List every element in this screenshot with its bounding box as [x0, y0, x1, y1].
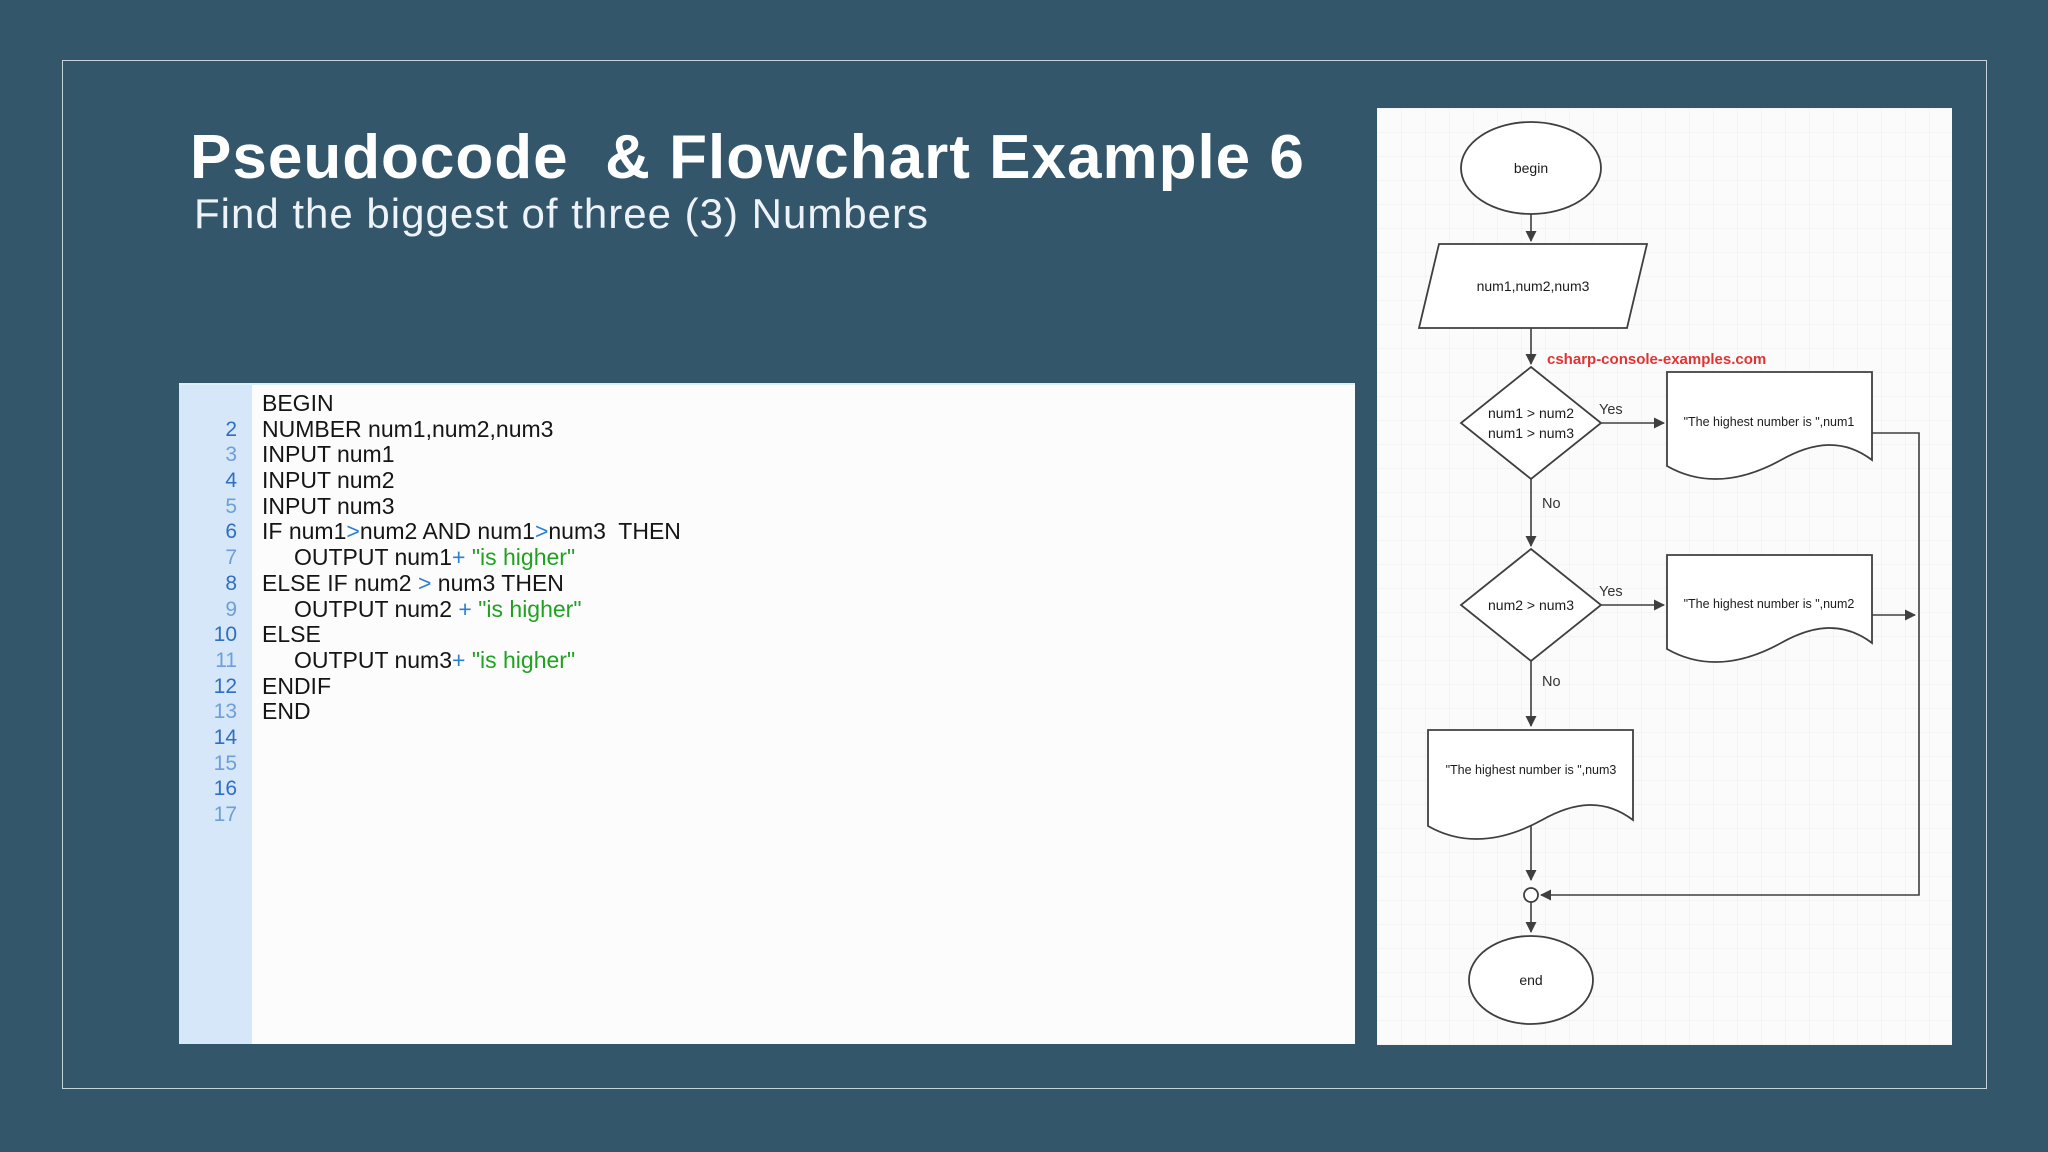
code-segment-plain: OUTPUT num2 — [262, 595, 459, 622]
code-segment-plain: ELSE — [262, 621, 321, 648]
line-number: 12 — [213, 674, 237, 698]
code-segment-plain: BEGIN — [262, 390, 334, 416]
code-line: END — [262, 698, 1355, 725]
code-segment-plain: OUTPUT num1 — [262, 544, 453, 571]
line-number: 3 — [225, 443, 237, 467]
line-number: 11 — [215, 648, 237, 672]
line-number: 7 — [225, 546, 237, 570]
code-segment-op: + — [458, 595, 472, 622]
output2-label: "The highest number is ",num2 — [1684, 597, 1855, 611]
line-number: 5 — [225, 494, 237, 518]
decision1-diamond — [1459, 365, 1603, 481]
code-segment-op: + — [452, 544, 466, 571]
output1-label: "The highest number is ",num1 — [1684, 415, 1855, 429]
code-segment-plain: ELSE IF num2 — [262, 569, 418, 596]
yes1-label: Yes — [1599, 402, 1623, 418]
no2-label: No — [1542, 674, 1561, 690]
code-line — [262, 751, 1355, 777]
code-segment-op: > — [534, 518, 549, 545]
code-line — [262, 725, 1355, 751]
line-number: 17 — [213, 803, 237, 826]
code-segment-plain: OUTPUT num3 — [262, 646, 453, 673]
code-segment-op: > — [417, 569, 432, 596]
yes2-label: Yes — [1599, 584, 1623, 600]
decision2-diamond — [1459, 547, 1603, 663]
code-segment-str: "is higher" — [471, 544, 576, 571]
line-number: 6 — [225, 520, 237, 544]
code-line: INPUT num3 — [262, 492, 1355, 520]
end-label: end — [1519, 972, 1542, 988]
slide-border — [62, 60, 1987, 1089]
slide-title: Pseudocode & Flowchart Example 6 — [190, 123, 1305, 192]
no1-label: No — [1542, 496, 1561, 512]
code-line — [262, 802, 1355, 828]
code-line: IF num1>num2 AND num1>num3 THEN — [262, 519, 1355, 545]
code-segment-plain: INPUT num1 — [262, 441, 395, 468]
line-number: 9 — [225, 597, 237, 621]
line-number: 2 — [225, 417, 237, 441]
end-terminator — [1468, 935, 1594, 1025]
output1-document — [1666, 371, 1873, 480]
output3-document — [1427, 729, 1634, 840]
code-segment-op: + — [452, 646, 466, 673]
decision1-label-line2: num1 > num3 — [1488, 425, 1574, 441]
code-segment-plain: num3 THEN — [548, 518, 681, 545]
code-line: BEGIN — [262, 390, 1355, 417]
code-segment-plain: NUMBER num1,num2,num3 — [262, 415, 554, 442]
code-line: INPUT num2 — [262, 467, 1355, 494]
decision2-label: num2 > num3 — [1488, 597, 1574, 613]
code-line: OUTPUT num2 + "is higher" — [262, 595, 1355, 623]
input-parallelogram — [1417, 243, 1649, 329]
code-segment-plain: IF num1 — [262, 518, 347, 545]
input-label: num1,num2,num3 — [1477, 278, 1590, 294]
merge-connector — [1523, 887, 1539, 903]
code-line: ELSE IF num2 > num3 THEN — [262, 569, 1355, 597]
line-number — [179, 391, 252, 417]
code-line: INPUT num1 — [262, 442, 1355, 468]
code-segment-op: > — [346, 518, 360, 545]
code-segment-plain: num2 AND num1 — [359, 518, 535, 545]
line-number: 14 — [213, 725, 237, 749]
line-number: 15 — [213, 751, 237, 775]
code-line: OUTPUT num3+ "is higher" — [262, 646, 1355, 674]
line-number: 16 — [213, 777, 237, 801]
code-segment-str: "is higher" — [471, 646, 576, 673]
code-segment-plain: ENDIF — [262, 672, 331, 699]
line-number: 8 — [225, 571, 237, 595]
flowchart-drawing: begin num1,num2,num3 csharp-console-exam… — [1377, 108, 1952, 1045]
code-segment-plain: num3 THEN — [431, 569, 564, 596]
flowchart-panel: begin num1,num2,num3 csharp-console-exam… — [1377, 108, 1952, 1045]
code-line: ELSE — [262, 621, 1355, 648]
line-number: 4 — [225, 469, 237, 493]
code-segment-plain: INPUT num2 — [262, 467, 395, 494]
code-segment-str: "is higher" — [478, 595, 582, 622]
slide-subtitle: Find the biggest of three (3) Numbers — [194, 190, 930, 237]
output3-label: "The highest number is ",num3 — [1446, 763, 1617, 777]
edge-output1-to-merge — [1540, 432, 1920, 901]
code-segment-plain: INPUT num3 — [262, 492, 395, 519]
code-line — [262, 776, 1355, 802]
output2-document — [1666, 554, 1873, 663]
code-segment-plain: END — [262, 698, 311, 725]
line-number: 10 — [213, 623, 237, 647]
code-line: ENDIF — [262, 672, 1355, 700]
code-line: OUTPUT num1+ "is higher" — [262, 544, 1355, 571]
watermark-text: csharp-console-examples.com — [1547, 351, 1766, 368]
decision1-label-line1: num1 > num2 — [1488, 405, 1574, 421]
start-terminator — [1460, 121, 1602, 215]
line-number: 13 — [213, 700, 237, 724]
start-label: begin — [1514, 160, 1548, 176]
code-line: NUMBER num1,num2,num3 — [262, 415, 1355, 443]
